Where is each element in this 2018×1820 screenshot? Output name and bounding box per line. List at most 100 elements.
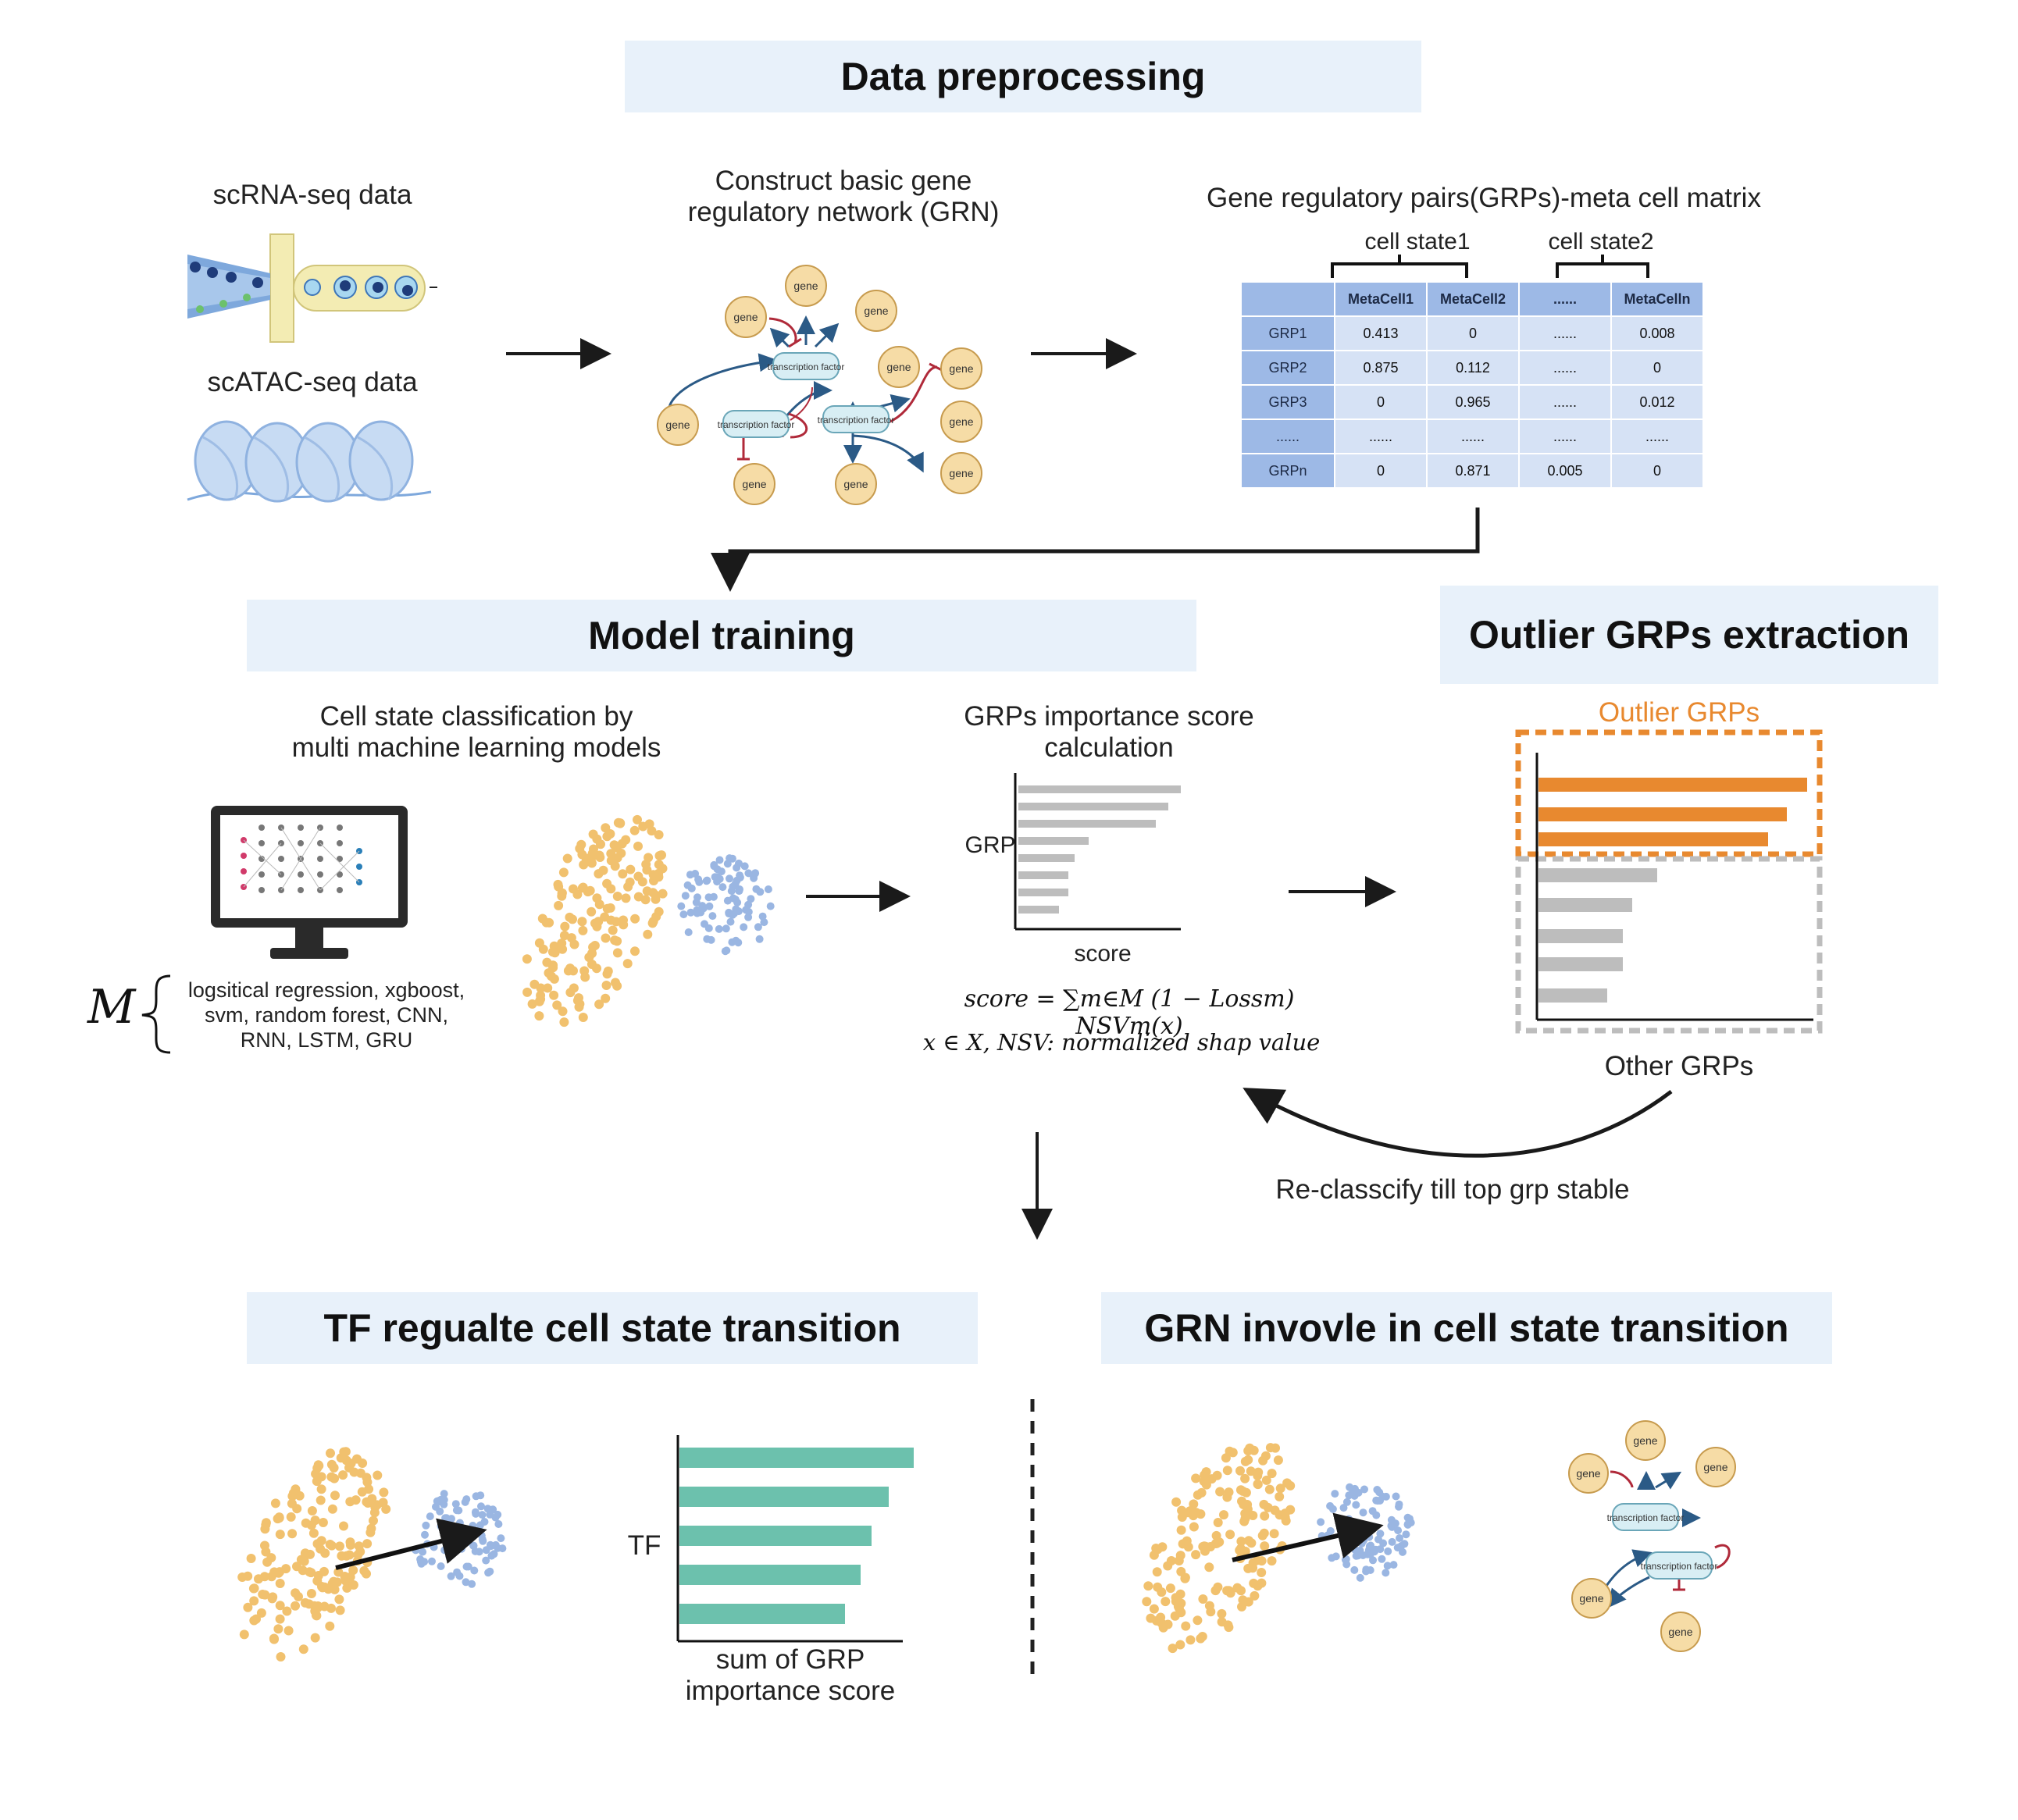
cell-dot xyxy=(754,923,762,931)
cell-dot xyxy=(497,1534,505,1543)
cell-dot xyxy=(270,1498,280,1508)
cell-dot xyxy=(494,1510,502,1519)
cell-dot xyxy=(654,868,664,878)
cell-dot xyxy=(1253,1467,1264,1477)
cell-dot xyxy=(478,1511,487,1519)
cell-dot xyxy=(1198,1594,1208,1604)
section-title-preprocessing: Data preprocessing xyxy=(625,41,1421,112)
outlier-grps-label: Outlier GRPs xyxy=(1598,697,1760,728)
cell-dot xyxy=(274,1512,284,1523)
umap-cluster-orange xyxy=(1142,1443,1296,1654)
cell-dot xyxy=(594,899,604,910)
cell-dot xyxy=(686,908,695,917)
cell-dot xyxy=(536,994,546,1004)
cell-dot xyxy=(708,912,717,921)
cell-dot xyxy=(704,893,713,902)
cell-dot xyxy=(735,887,743,896)
outlier-bar xyxy=(1538,832,1768,846)
gene-node-label: gene xyxy=(949,415,973,428)
cell-dot xyxy=(729,910,736,919)
cell-state2-bracket xyxy=(1556,255,1649,278)
cell-dot xyxy=(1356,1573,1364,1582)
cell-dot xyxy=(1394,1526,1403,1535)
cell-dot xyxy=(602,903,612,914)
cell-dot xyxy=(553,879,563,889)
cell-dot xyxy=(715,856,724,864)
cell-dot xyxy=(286,1512,296,1522)
matrix-header: MetaCell1 xyxy=(1334,281,1428,317)
matrix-row-name: GRPn xyxy=(1240,453,1335,489)
cell-dot xyxy=(281,1564,291,1574)
cell-dot xyxy=(369,1515,378,1526)
cell-state2-label: cell state2 xyxy=(1548,229,1654,255)
cell-dot xyxy=(542,957,552,967)
cell-dot xyxy=(587,858,597,868)
umap-cluster-orange xyxy=(522,814,668,1028)
gene-node-label: gene xyxy=(733,311,758,323)
cell-dot xyxy=(610,935,620,946)
cell-dot xyxy=(1372,1511,1381,1519)
cell-dot xyxy=(305,1567,315,1577)
cell-dot xyxy=(358,1458,368,1468)
cell-dot xyxy=(594,999,604,1010)
cell-dot xyxy=(256,1608,266,1618)
cell-dot xyxy=(362,1473,372,1483)
cell-dot xyxy=(1366,1551,1374,1559)
cell-dot xyxy=(276,1652,286,1662)
cell-dot xyxy=(677,902,686,910)
cell-dot xyxy=(1350,1565,1359,1574)
cell-dot xyxy=(1392,1492,1400,1501)
model-list: logsitical regression, xgboost, svm, ran… xyxy=(173,978,480,1052)
grn-step-title: Construct basic gene regulatory network … xyxy=(640,166,1046,228)
grn-step-line1: Construct basic gene xyxy=(715,166,972,196)
cell-dot xyxy=(462,1495,471,1504)
cell-dot xyxy=(353,1550,363,1560)
gene-node-label: gene xyxy=(742,478,766,490)
cell-dot xyxy=(602,878,612,889)
cell-dot xyxy=(1282,1478,1292,1488)
cell-dot xyxy=(304,1599,314,1609)
cell-dot xyxy=(316,1544,326,1554)
cell-dot xyxy=(578,925,588,935)
outlier-bar xyxy=(1538,778,1807,792)
cell-dot xyxy=(629,825,640,835)
grn-network-diagram: gene gene gene gene gene gene gene gene … xyxy=(657,265,982,505)
gene-node-label: gene xyxy=(843,478,868,490)
cell-dot xyxy=(1395,1500,1403,1508)
cell-dot xyxy=(559,1017,569,1028)
cell-dot xyxy=(437,1562,445,1570)
other-bar xyxy=(1538,957,1623,971)
cell-dot xyxy=(299,1556,309,1566)
tf-chart-xlabel-line2: importance score xyxy=(685,1676,896,1706)
matrix-row-name: GRP3 xyxy=(1240,384,1335,420)
importance-bar xyxy=(1018,820,1156,828)
classification-title: Cell state classification by multi machi… xyxy=(258,701,695,764)
model-list-line1: logsitical regression, xgboost, xyxy=(187,978,465,1002)
cell-dot xyxy=(568,914,577,924)
matrix-row-name: ...... xyxy=(1240,418,1335,454)
cell-dot xyxy=(1175,1551,1185,1561)
cell-dot xyxy=(615,818,626,828)
cell-dot xyxy=(1265,1443,1275,1453)
cell-dot xyxy=(1149,1604,1159,1614)
cell-dot xyxy=(654,851,665,860)
cell-dot xyxy=(721,947,729,956)
cell-dot xyxy=(1352,1501,1360,1509)
cell-dot xyxy=(1259,1499,1269,1509)
cell-dot xyxy=(287,1529,298,1539)
cell-dot xyxy=(654,906,664,917)
cell-dot xyxy=(723,896,732,905)
cell-dot xyxy=(522,987,533,997)
cell-dot xyxy=(1193,1615,1203,1626)
cell-dot xyxy=(451,1500,460,1508)
cell-dot xyxy=(305,1549,315,1559)
importance-bar xyxy=(1018,785,1181,793)
cell-dot xyxy=(267,1594,277,1604)
cell-state1-label: cell state1 xyxy=(1364,229,1471,255)
cell-dot xyxy=(1196,1509,1206,1519)
matrix-header: ...... xyxy=(1518,281,1612,317)
importance-bar xyxy=(1018,871,1068,879)
matrix-row-name: GRP1 xyxy=(1240,315,1335,351)
cell-dot xyxy=(291,1601,300,1611)
cell-dot xyxy=(534,1011,544,1021)
